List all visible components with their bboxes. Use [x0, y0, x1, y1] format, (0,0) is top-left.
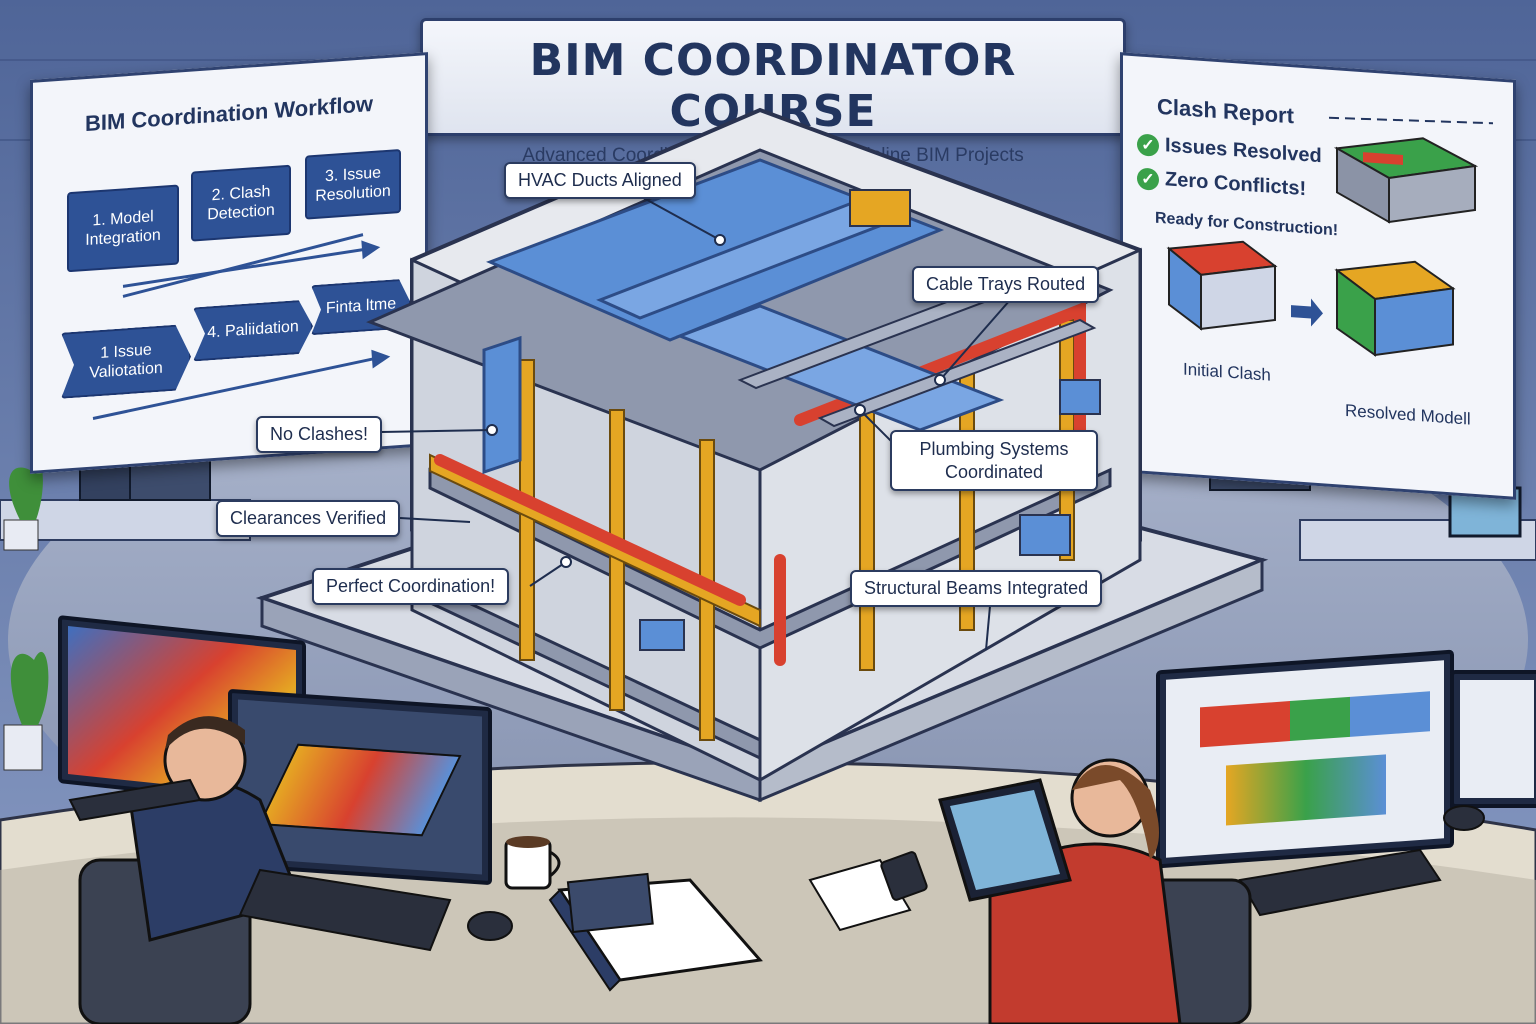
initial-clash-model	[1166, 240, 1278, 331]
mouse	[467, 911, 513, 941]
plant-left-bottom	[3, 651, 49, 771]
callout-structural: Structural Beams Integrated	[850, 570, 1103, 607]
workflow-board: BIM Coordination Workflow 1. Model Integ…	[30, 52, 428, 474]
mouse	[1443, 805, 1485, 831]
phone	[880, 851, 928, 901]
callout-hvac: HVAC Ducts Aligned	[504, 162, 696, 199]
callout-no-clash: No Clashes!	[256, 416, 383, 453]
resolved-model	[1334, 260, 1456, 357]
workflow-arrows	[92, 233, 391, 420]
man-at-workstation	[78, 716, 303, 1024]
callout-perfect: Perfect Coordination!	[312, 568, 510, 605]
callout-plumbing: Plumbing Systems Coordinated	[890, 430, 1098, 491]
resolved-block-top	[1333, 137, 1479, 224]
callout-cable: Cable Trays Routed	[912, 266, 1100, 303]
callout-clearances: Clearances Verified	[216, 500, 401, 537]
clash-model-thumbnails	[1166, 116, 1494, 357]
course-title: BIM COORDINATOR COURSE	[529, 35, 1017, 137]
plant-left-top	[3, 459, 43, 551]
woman-with-tablet	[988, 758, 1252, 1024]
monitor-far-right	[1450, 670, 1536, 808]
calculator	[566, 872, 654, 934]
clash-report-board: Clash Report ✓ Issues Resolved ✓ Zero Co…	[1120, 52, 1516, 500]
